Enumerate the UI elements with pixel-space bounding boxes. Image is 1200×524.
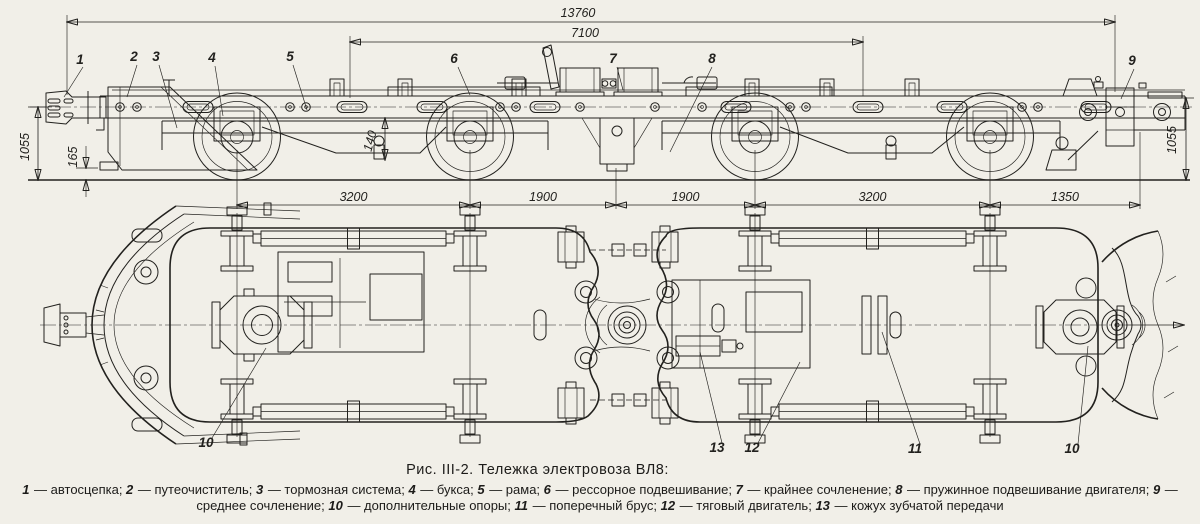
mating-section-end: [1101, 230, 1179, 420]
side-view: 13760 7100: [18, 6, 1194, 209]
callout-1: 1: [76, 52, 84, 67]
bogie1-outline: [169, 227, 600, 423]
callouts-plan-view: 10 13 12 11 10: [198, 331, 1089, 456]
coupler-left: [45, 90, 107, 131]
dim-label-total: 13760: [561, 6, 596, 20]
frame-top-equipment: [163, 44, 1183, 99]
cross-beam: [861, 295, 888, 355]
figure-caption: Рис. III-2. Тележка электровоза ВЛ8: 1 —…: [0, 459, 1200, 514]
traction-motor-2: [671, 279, 811, 369]
figure-legend: 1 — автосцепка; 2 — путеочиститель; 3 — …: [22, 482, 1178, 514]
support-left: [131, 228, 313, 432]
dim-label-165: 165: [66, 147, 80, 168]
scanned-figure: 13760 7100: [18, 6, 1194, 513]
dim-frame-length: 7100: [349, 26, 864, 98]
callout-12: 12: [744, 440, 760, 455]
dim-label-spacing-4: 3200: [859, 190, 887, 204]
callout-13: 13: [709, 440, 725, 455]
callout-11: 11: [908, 441, 922, 456]
middle-articulation-joint: [574, 243, 680, 407]
articulation-hanger: [581, 117, 653, 172]
dim-label-spacing-5: 1350: [1051, 190, 1079, 204]
traction-motor-1: [277, 251, 425, 353]
callout-9: 9: [1128, 53, 1136, 68]
callout-5: 5: [286, 49, 294, 64]
callout-10a: 10: [198, 435, 214, 450]
technical-drawing: 13760 7100: [18, 6, 1194, 456]
bogie-side-frames: [161, 120, 1061, 150]
dim-height-right: 1055: [1152, 97, 1194, 181]
dim-label-frame: 7100: [571, 26, 599, 40]
frame-right-end: [1045, 76, 1186, 171]
snow-plow: [99, 86, 258, 171]
plow-plan: [91, 202, 301, 446]
dim-label-1055-right: 1055: [1165, 126, 1179, 154]
callout-4: 4: [207, 50, 216, 65]
dim-label-spacing-3: 1900: [672, 190, 700, 204]
side-bearer-spools: [557, 225, 679, 425]
main-frame-beam: [30, 89, 1192, 119]
plan-view: 10 13 12 11 10: [40, 202, 1185, 456]
dim-equalizer-drop: 140: [361, 117, 389, 161]
callout-7: 7: [609, 51, 618, 66]
leaf-springs-plan: [252, 227, 975, 423]
coupler-plan: [43, 303, 105, 347]
callout-8: 8: [708, 51, 716, 66]
equalizer-beams: [261, 126, 965, 160]
callout-3: 3: [152, 49, 160, 64]
dim-plow-clearance: 165: [66, 146, 98, 197]
dim-total-length: 13760: [66, 6, 1116, 95]
dim-label-spacing-2: 1900: [529, 190, 557, 204]
dim-label-1055-left: 1055: [18, 133, 32, 161]
callout-2: 2: [129, 49, 138, 64]
dim-axle-spacings: 3200 1900 1900 3200 1350: [236, 132, 1141, 209]
dim-height-left: 1055: [18, 106, 48, 181]
dim-label-140: 140: [361, 129, 380, 153]
callout-6: 6: [450, 51, 458, 66]
bogie2-outline: [656, 227, 1099, 423]
callouts-side-view: 1 2 3 4 5 6 7 8 9: [63, 49, 1136, 153]
figure-title: Рис. III-2. Тележка электровоза ВЛ8:: [406, 462, 669, 478]
frame-slots: [533, 303, 902, 341]
callout-10b: 10: [1064, 441, 1080, 456]
wheels-side-view: [193, 92, 1034, 181]
support-right: [1035, 277, 1125, 377]
dim-label-spacing-1: 3200: [340, 190, 368, 204]
